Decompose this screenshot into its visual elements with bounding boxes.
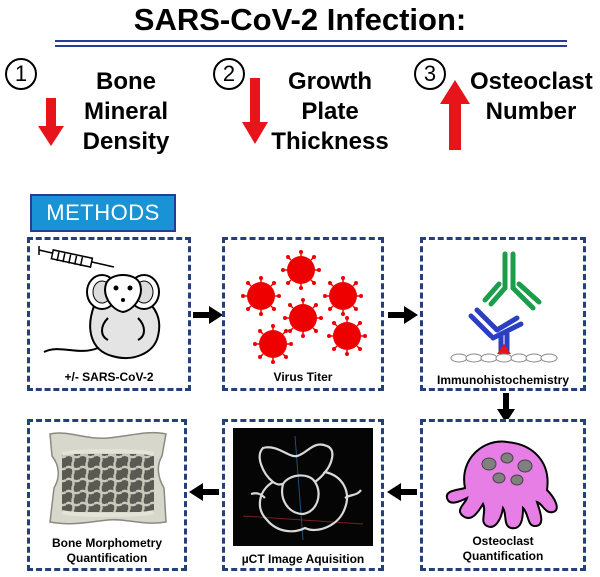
step-infection-box: +/- SARS-CoV-2 — [27, 237, 191, 391]
step-osteoclast-box: Osteoclast Quantification — [420, 419, 586, 571]
virus-particles-icon — [240, 249, 368, 365]
step-ihc-box: Immunohistochemistry — [420, 237, 586, 391]
arrow-left-icon — [189, 483, 219, 501]
finding-1-text: Bone Mineral Density — [82, 68, 170, 155]
step-microct-label: µCT Image Aquisition — [241, 552, 365, 566]
finding-3-text: Osteoclast Number — [470, 68, 593, 125]
title-rule-bottom — [55, 45, 567, 47]
antibody-icon — [450, 251, 558, 363]
arrow-up-icon — [440, 80, 470, 150]
arrow-down-icon — [497, 393, 515, 423]
methods-label: METHODS — [30, 194, 176, 232]
arrow-down-icon — [242, 78, 268, 144]
finding-2-number: 2 — [213, 58, 245, 90]
step-morphometry-label: Bone Morphometry Quantification — [51, 536, 162, 565]
bone-3d-render-image — [49, 431, 167, 525]
finding-2-text: Growth Plate Thickness — [271, 68, 389, 155]
step-infection-label: +/- SARS-CoV-2 — [64, 370, 154, 384]
page-title: SARS-CoV-2 Infection: — [133, 2, 467, 37]
microct-scan-image — [233, 428, 373, 546]
osteoclast-icon — [445, 440, 558, 530]
step-morphometry-box: Bone Morphometry Quantification — [27, 419, 187, 571]
step-ihc-label: Immunohistochemistry — [436, 373, 570, 387]
arrow-right-icon — [193, 306, 223, 324]
arrow-down-icon — [38, 98, 64, 146]
step-microct-box: µCT Image Aquisition — [222, 419, 384, 571]
step-osteoclast-label: Osteoclast Quantification — [462, 534, 544, 563]
step-virus-titer-label: Virus Titer — [273, 370, 333, 384]
step-virus-titer-box: Virus Titer — [222, 237, 384, 391]
finding-3-number: 3 — [414, 58, 446, 90]
title-rule-top — [55, 40, 567, 42]
mouse-syringe-icon — [38, 246, 161, 359]
finding-1-number: 1 — [5, 58, 37, 90]
arrow-right-icon — [388, 306, 418, 324]
arrow-left-icon — [387, 483, 417, 501]
